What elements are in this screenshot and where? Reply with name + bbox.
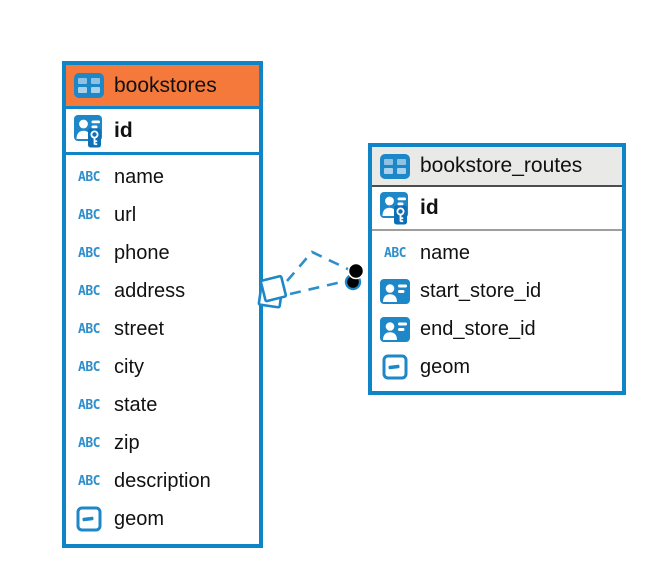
column-row[interactable]: geom [372,348,622,386]
primary-key-name: id [420,196,439,219]
column-name: state [114,393,158,416]
text-type-icon: ABC [78,207,100,223]
column-row[interactable]: start_store_id [372,272,622,310]
column-name: address [114,279,186,302]
column-row-pk[interactable]: id [372,187,622,231]
foreign-key-icon [378,278,412,304]
column-row[interactable]: ABC state [66,386,259,424]
column-name: phone [114,241,170,264]
column-row[interactable]: ABC street [66,310,259,348]
table-title: bookstore_routes [420,154,583,177]
columns-list: ABC name ABC url ABC phone ABC address A… [66,155,259,538]
table-bookstore-routes[interactable]: bookstore_routes id ABC name [368,143,626,395]
column-row[interactable]: geom [66,500,259,538]
column-row[interactable]: ABC zip [66,424,259,462]
column-name: description [114,469,211,492]
column-row[interactable]: ABC url [66,196,259,234]
primary-key-name: id [114,118,133,142]
text-type-icon: ABC [78,283,100,299]
table-title: bookstores [114,73,217,97]
column-name: city [114,355,144,378]
text-type-icon: ABC [384,245,406,261]
column-name: url [114,203,137,226]
column-row[interactable]: ABC address [66,272,259,310]
text-type-icon: ABC [78,359,100,375]
column-name: start_store_id [420,279,542,302]
table-icon [380,153,410,179]
text-type-icon: ABC [78,397,100,413]
text-type-icon: ABC [78,435,100,451]
relationship-line[interactable] [286,250,353,282]
table-bookstores[interactable]: bookstores id ABC name ABC ur [62,61,263,548]
column-name: name [114,165,165,188]
text-type-icon: ABC [78,473,100,489]
column-name: zip [114,431,140,454]
column-name: geom [420,355,471,378]
column-row[interactable]: ABC name [66,158,259,196]
primary-key-icon [72,113,106,149]
text-type-icon: ABC [78,245,100,261]
column-row[interactable]: end_store_id [372,310,622,348]
geometry-type-icon [378,354,412,380]
primary-key-icon [378,190,412,226]
column-row[interactable]: ABC phone [66,234,259,272]
column-row[interactable]: ABC description [66,462,259,500]
column-name: street [114,317,165,340]
table-icon [74,73,104,98]
column-row[interactable]: ABC city [66,348,259,386]
column-name: end_store_id [420,317,536,340]
foreign-key-icon [378,316,412,342]
table-bookstores-header[interactable]: bookstores [66,65,259,109]
text-type-icon: ABC [78,321,100,337]
table-bookstore-routes-header[interactable]: bookstore_routes [372,147,622,187]
column-row[interactable]: ABC name [372,234,622,272]
columns-list: ABC name start_store_id [372,231,622,386]
column-name: name [420,241,471,264]
column-name: geom [114,507,165,530]
column-row-pk[interactable]: id [66,109,259,155]
relationship-target-marker [344,262,365,291]
geometry-type-icon [72,506,106,532]
text-type-icon: ABC [78,169,100,185]
relationship-line[interactable] [289,278,351,296]
